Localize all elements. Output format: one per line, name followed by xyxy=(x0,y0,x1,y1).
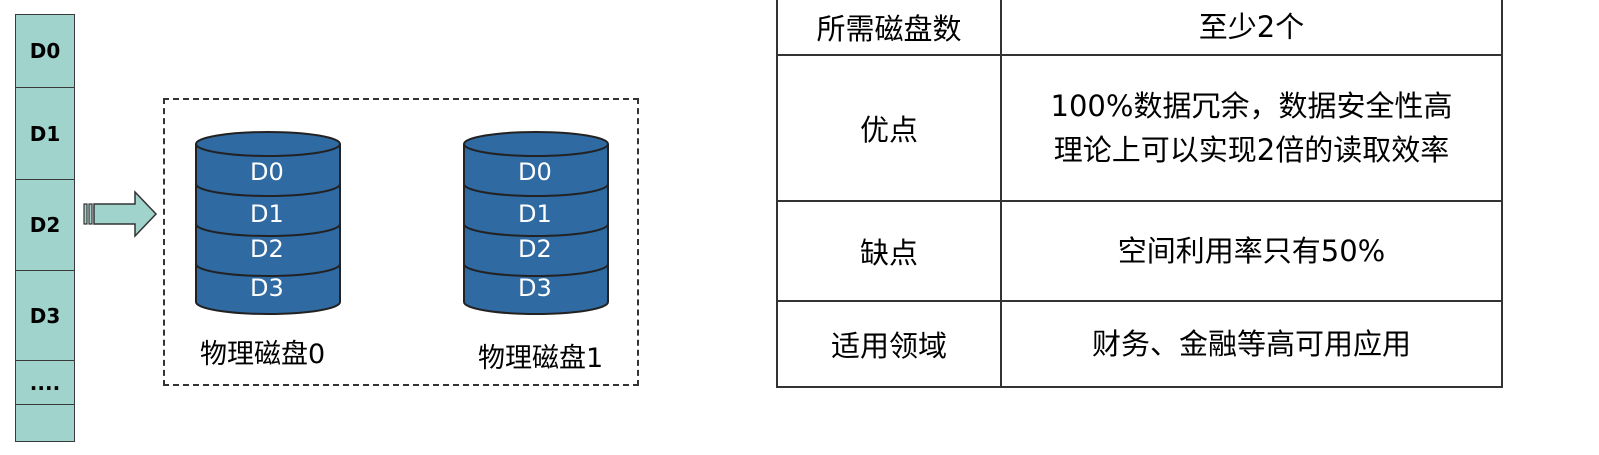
row-key-use-cases: 适用领域 xyxy=(776,300,1002,388)
row-key-disks: 所需磁盘数 xyxy=(776,0,1002,56)
table-row: 缺点 空间利用率只有50% xyxy=(776,200,1503,302)
right-arrow-icon xyxy=(83,190,158,238)
disk1-d1: D1 xyxy=(518,200,552,228)
data-strip: D0 D1 D2 D3 .... xyxy=(15,14,75,442)
disk1-name: 物理磁盘1 xyxy=(478,343,604,374)
table-row: 适用领域 财务、金融等高可用应用 xyxy=(776,300,1503,388)
mirror-group-box xyxy=(163,98,639,386)
disk0-name: 物理磁盘0 xyxy=(200,339,326,370)
strip-cell-empty xyxy=(16,404,74,443)
raid1-properties-table: 所需磁盘数 至少2个 优点 100%数据冗余，数据安全性高 理论上可以实现2倍的… xyxy=(776,0,1503,388)
disk1-d3: D3 xyxy=(518,274,552,302)
row-key-disadvantages: 缺点 xyxy=(776,200,1002,302)
row-value-disks: 至少2个 xyxy=(1000,0,1503,56)
disk-cylinder-icon xyxy=(195,131,341,315)
physical-disk-1: D0 D1 D2 D3 xyxy=(462,130,610,316)
row-value-advantages: 100%数据冗余，数据安全性高 理论上可以实现2倍的读取效率 xyxy=(1000,54,1503,202)
disk1-d0: D0 xyxy=(518,158,552,186)
strip-cell-d2: D2 xyxy=(16,179,74,270)
disk0-d1: D1 xyxy=(250,200,284,228)
disk-cylinder-icon xyxy=(463,131,609,315)
disk0-d0: D0 xyxy=(250,158,284,186)
disk0-d2: D2 xyxy=(250,235,284,263)
advantage-line-2: 理论上可以实现2倍的读取效率 xyxy=(1053,133,1450,167)
strip-cell-d3: D3 xyxy=(16,270,74,360)
row-key-advantages: 优点 xyxy=(776,54,1002,202)
advantage-line-1: 100%数据冗余，数据安全性高 xyxy=(1050,89,1453,123)
strip-cell-ellipsis: .... xyxy=(16,360,74,404)
strip-cell-d1: D1 xyxy=(16,87,74,179)
row-value-disadvantages: 空间利用率只有50% xyxy=(1000,200,1503,302)
strip-cell-d0: D0 xyxy=(29,39,61,63)
table-row: 优点 100%数据冗余，数据安全性高 理论上可以实现2倍的读取效率 xyxy=(776,54,1503,202)
disk0-d3: D3 xyxy=(250,274,284,302)
physical-disk-0: D0 D1 D2 D3 xyxy=(194,130,342,316)
table-row: 所需磁盘数 至少2个 xyxy=(776,0,1503,56)
row-value-use-cases: 财务、金融等高可用应用 xyxy=(1000,300,1503,388)
disk1-d2: D2 xyxy=(518,235,552,263)
